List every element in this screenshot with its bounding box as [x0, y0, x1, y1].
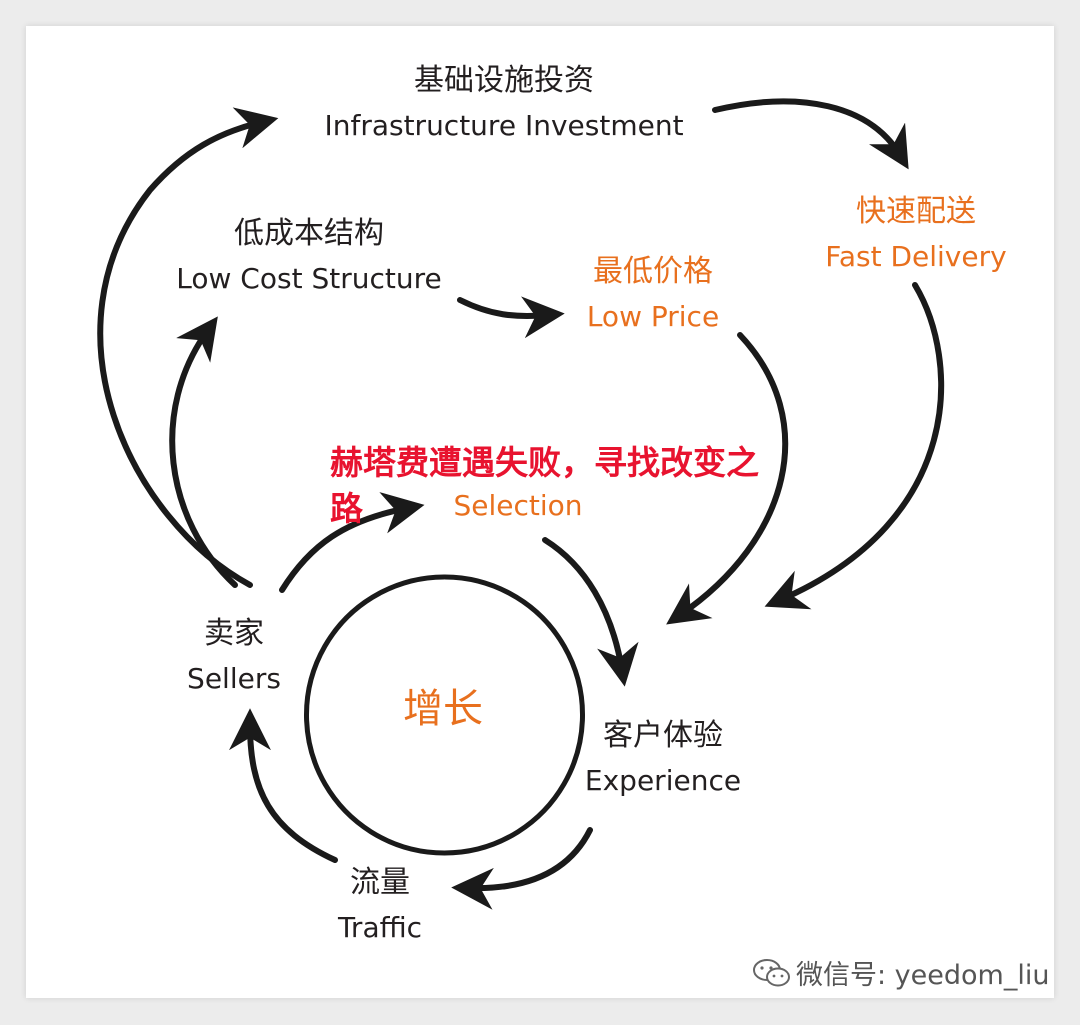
diagram-card: [26, 26, 1054, 998]
overlay-headline: 赫塔费遭遇失败，寻找改变之路: [330, 443, 759, 528]
node-low-cost-structure: 低成本结构 Low Cost Structure: [156, 215, 462, 296]
wechat-icon: [752, 958, 792, 995]
node-growth: 增长: [403, 686, 483, 732]
arrow-lowprice-to-experience: [666, 332, 789, 625]
node-selection-en: Selection: [453, 489, 583, 522]
arrow-traffic-to-sellers: [229, 708, 338, 863]
node-traffic-en: Traffic: [337, 910, 423, 944]
node-infrastructure-zh: 基础设施投资: [414, 63, 594, 98]
node-low-price-zh: 最低价格: [593, 254, 713, 289]
node-infrastructure-investment: 基础设施投资 Infrastructure Investment: [298, 62, 710, 143]
arrow-sellers-to-lowcost: [169, 316, 238, 588]
node-selection: Selection: [440, 488, 596, 523]
node-infrastructure-en: Infrastructure Investment: [324, 108, 684, 142]
arrow-sellers-to-selection: [279, 492, 425, 593]
node-fast-delivery-en: Fast Delivery: [825, 239, 1007, 273]
node-fast-delivery: 快速配送 Fast Delivery: [805, 193, 1027, 274]
node-sellers-zh: 卖家: [204, 616, 264, 651]
node-traffic-zh: 流量: [350, 865, 410, 900]
node-sellers-en: Sellers: [187, 661, 281, 695]
node-low-cost-en: Low Cost Structure: [176, 261, 442, 295]
node-sellers: 卖家 Sellers: [166, 615, 302, 696]
arrow-fastdelivery-to-experience: [764, 282, 945, 610]
node-low-price-en: Low Price: [586, 299, 720, 333]
node-experience: 客户体验 Experience: [572, 717, 754, 798]
node-fast-delivery-zh: 快速配送: [856, 194, 976, 229]
node-low-price: 最低价格 Low Price: [565, 253, 741, 334]
arrow-infrastructure-to-fastdelivery: [712, 98, 909, 170]
arrow-selection-to-experience: [542, 537, 639, 687]
node-low-cost-zh: 低成本结构: [234, 216, 384, 251]
node-experience-zh: 客户体验: [603, 718, 723, 753]
arrow-experience-to-traffic: [451, 827, 593, 910]
watermark-text: 微信号: yeedom_liu: [796, 960, 1050, 991]
arrow-sellers-to-infrastructure: [97, 107, 279, 588]
node-experience-en: Experience: [584, 763, 742, 797]
node-traffic: 流量 Traffic: [318, 864, 442, 945]
arrow-lowcost-to-lowprice: [457, 296, 565, 339]
growth-circle: [304, 574, 585, 856]
watermark: 微信号: yeedom_liu: [752, 953, 1049, 995]
